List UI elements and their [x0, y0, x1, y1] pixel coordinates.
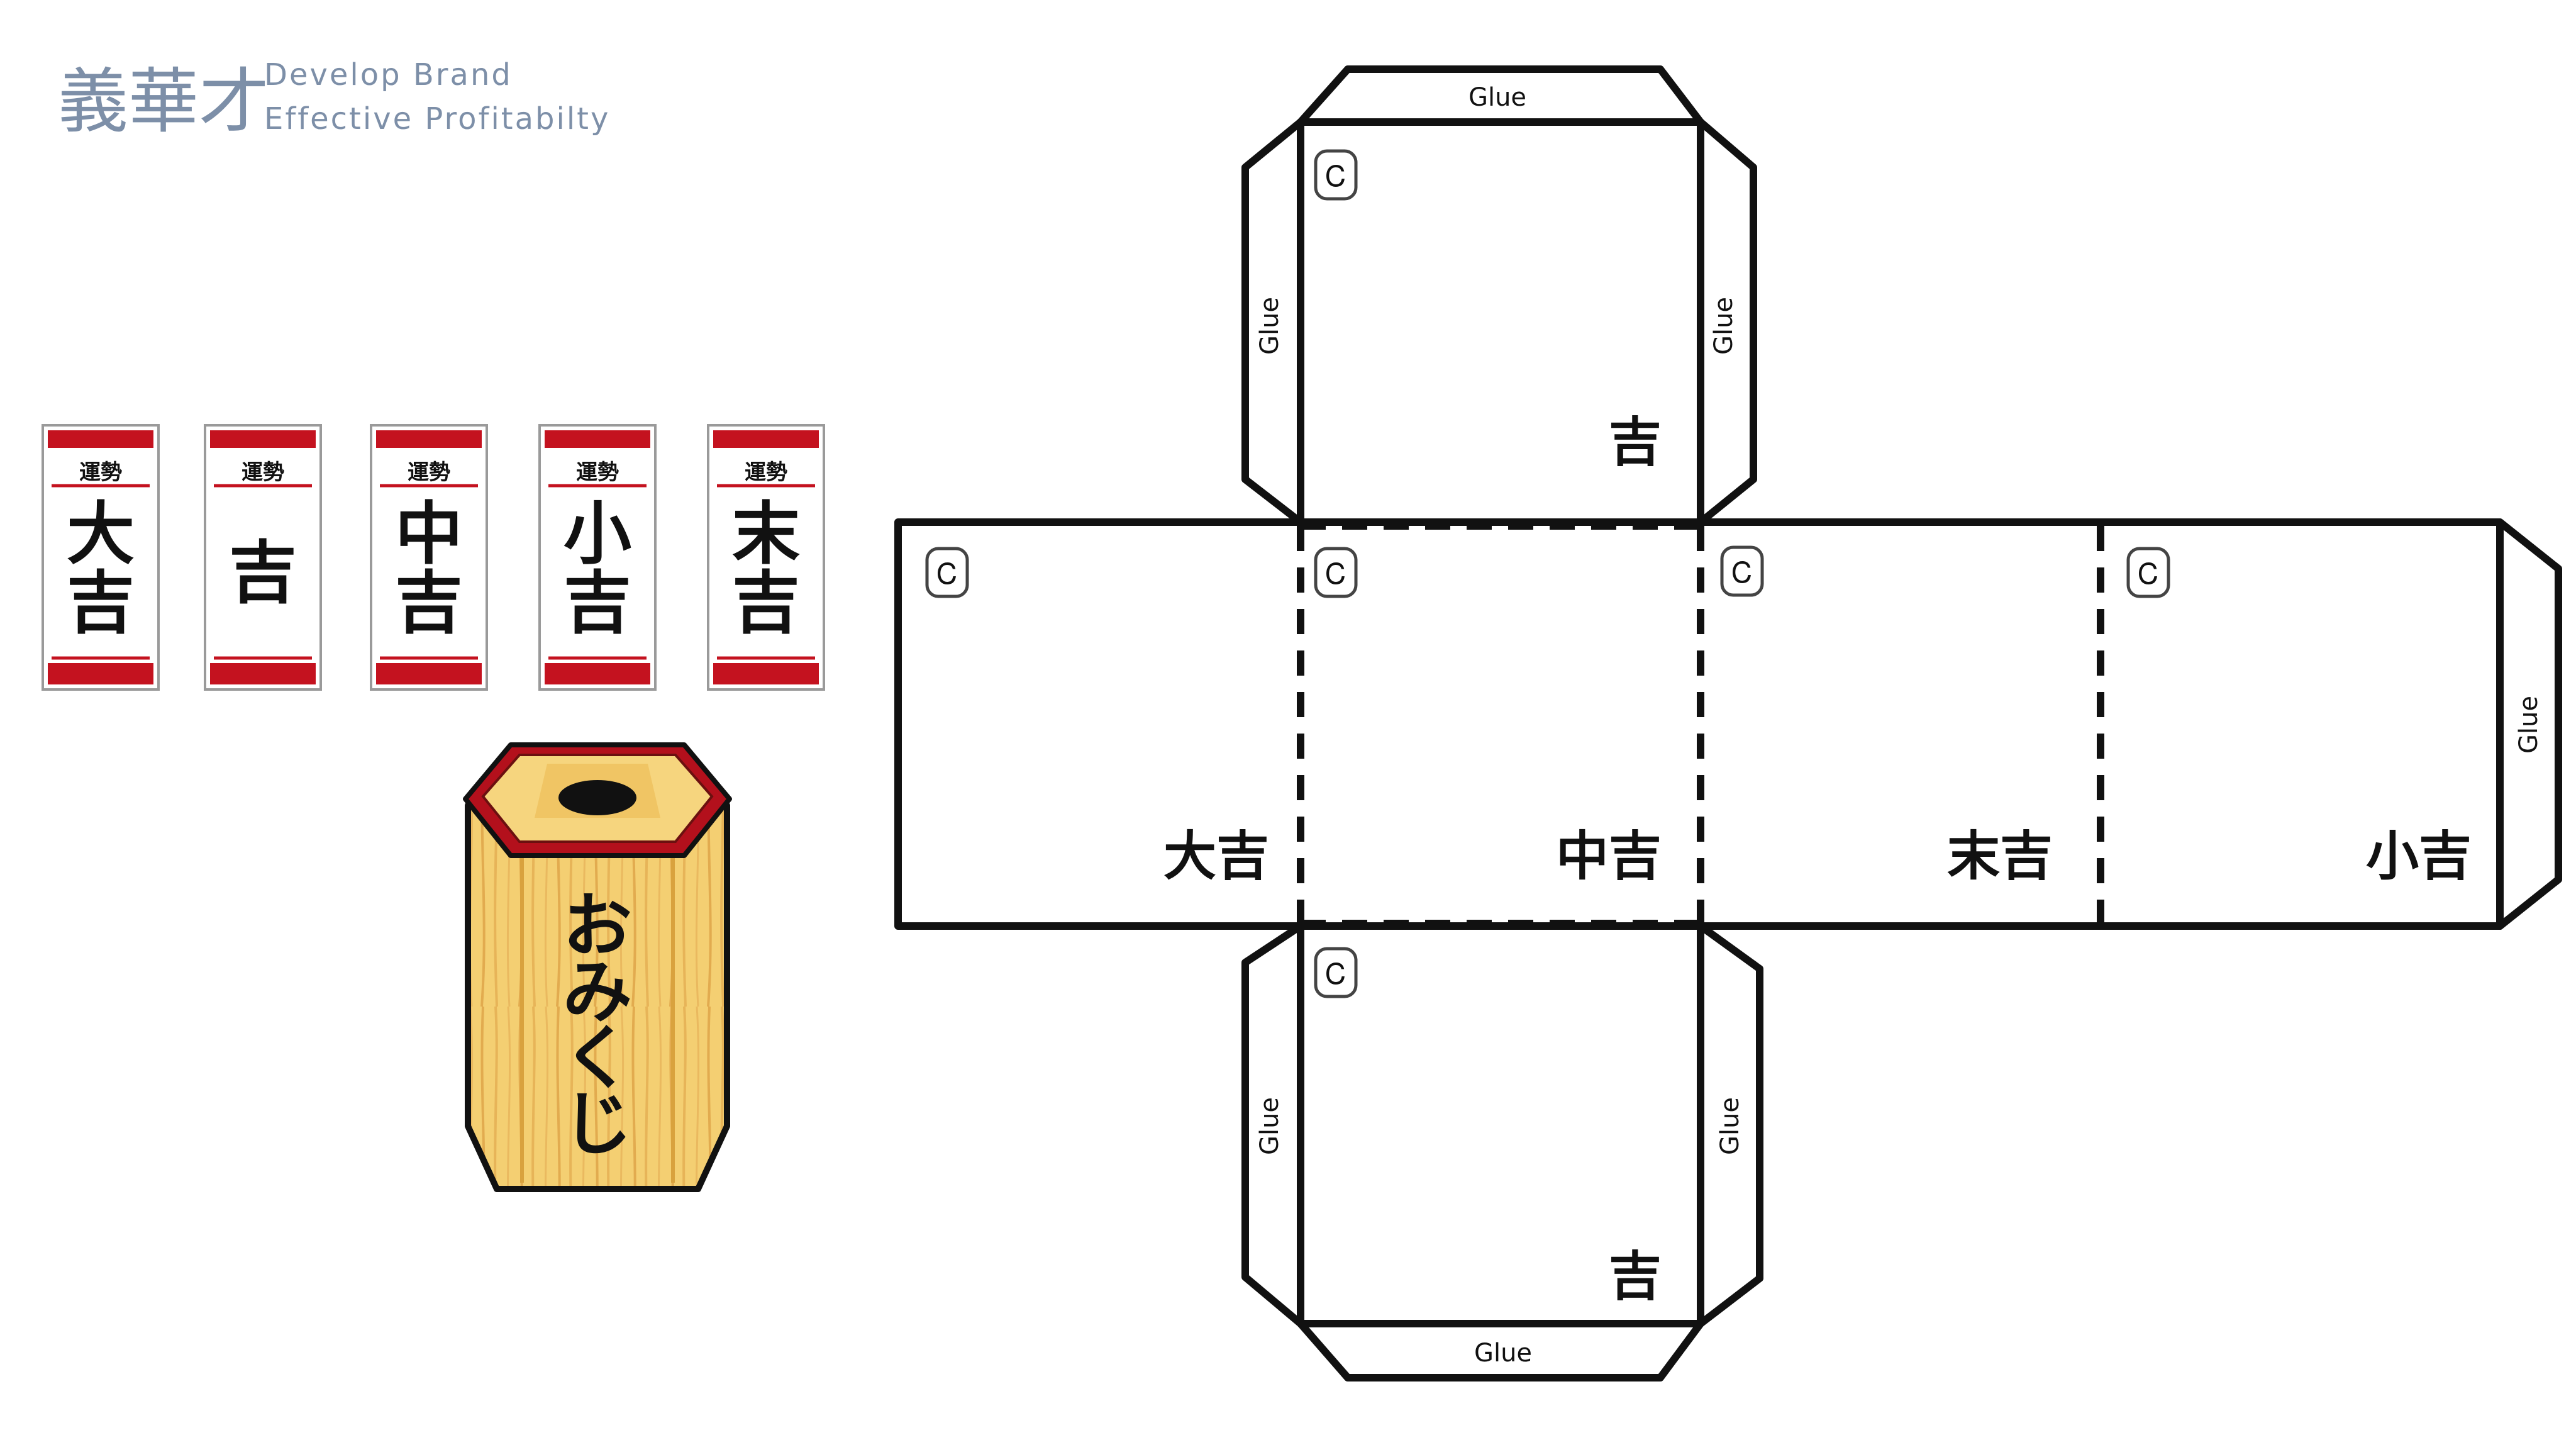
face-bottom: [1297, 922, 1704, 1327]
card-header: 運勢: [242, 460, 284, 485]
stamp-icon: Ꮯ: [1314, 547, 1358, 598]
logo-tagline-1: Develop Brand: [264, 57, 513, 92]
face-label-3: 末吉: [1947, 825, 2053, 887]
logo-tagline-2: Effective Profitabilty: [264, 101, 610, 137]
glue-label-right: Glue: [2514, 696, 2543, 754]
card-header: 運勢: [79, 460, 122, 485]
stamps: Ꮯ Ꮯ Ꮯ Ꮯ Ꮯ Ꮯ: [925, 149, 2170, 998]
fortune-card-5: 運勢 末 吉: [707, 424, 825, 691]
stamp-icon: Ꮯ: [1720, 545, 1764, 597]
logo-chars: 義華才: [58, 61, 269, 143]
face-label-bottom: 吉: [1609, 1246, 1662, 1307]
face-labels: 吉 吉 大吉 中吉 末吉 小吉: [1163, 411, 2472, 1307]
card-header: 運勢: [745, 460, 787, 485]
glue-label-bottom-left: Glue: [1255, 1097, 1284, 1155]
stamp-icon: Ꮯ: [925, 547, 969, 598]
card-char-bottom: 吉: [564, 564, 631, 643]
card-char-bottom: 吉: [395, 564, 463, 643]
card-char-bottom: 吉: [67, 564, 135, 643]
brand-logo: 義華才 Develop Brand Effective Profitabilty: [58, 57, 610, 143]
fortune-card-1: 運勢 大 吉: [42, 424, 160, 691]
face-label-1: 大吉: [1163, 825, 1269, 887]
face-label-top: 吉: [1609, 411, 1662, 473]
card-header: 運勢: [576, 460, 619, 485]
card-header: 運勢: [408, 460, 450, 485]
glue-labels: Glue Glue Glue Glue Glue Glue Glue: [1255, 83, 2543, 1368]
glue-label-bottom-right: Glue: [1716, 1097, 1745, 1155]
face-top: [1297, 118, 1704, 526]
svg-text:Ꮯ: Ꮯ: [937, 557, 958, 591]
card-char-top: 大: [67, 495, 135, 574]
fold-lines: [1297, 522, 2104, 927]
card-char-top: 末: [732, 495, 800, 574]
svg-text:Ꮯ: Ꮯ: [1326, 957, 1346, 991]
cube-net: [894, 65, 2562, 1381]
card-char-top: 中: [395, 495, 463, 574]
box-label-char-3: く: [563, 1018, 632, 1098]
fortune-card-2: 運勢 吉: [204, 424, 322, 691]
stamp-icon: Ꮯ: [2126, 547, 2170, 598]
box-label-char-2: み: [563, 952, 632, 1032]
stamp-icon: Ꮯ: [1314, 149, 1358, 201]
box-label-char-1: お: [563, 886, 632, 966]
omikuji-box: お み く じ: [463, 742, 732, 1192]
box-label-char-4: じ: [563, 1084, 632, 1164]
face-label-4: 小吉: [2366, 825, 2472, 887]
svg-text:Ꮯ: Ꮯ: [2138, 557, 2159, 591]
glue-label-bottom: Glue: [1474, 1339, 1532, 1368]
fortune-card-4: 運勢 小 吉: [538, 424, 657, 691]
stamp-icon: Ꮯ: [1314, 947, 1358, 998]
card-char-top: 小: [564, 495, 631, 574]
glue-label-top: Glue: [1468, 83, 1526, 112]
card-char-bottom: 吉: [229, 534, 297, 613]
face-label-2: 中吉: [1556, 825, 1662, 887]
fortune-card-3: 運勢 中 吉: [370, 424, 488, 691]
glue-label-top-right: Glue: [1709, 297, 1738, 355]
svg-text:Ꮯ: Ꮯ: [1326, 159, 1346, 193]
svg-text:Ꮯ: Ꮯ: [1326, 557, 1346, 591]
svg-text:Ꮯ: Ꮯ: [1732, 555, 1753, 589]
card-char-bottom: 吉: [732, 564, 800, 643]
glue-label-top-left: Glue: [1255, 297, 1284, 355]
